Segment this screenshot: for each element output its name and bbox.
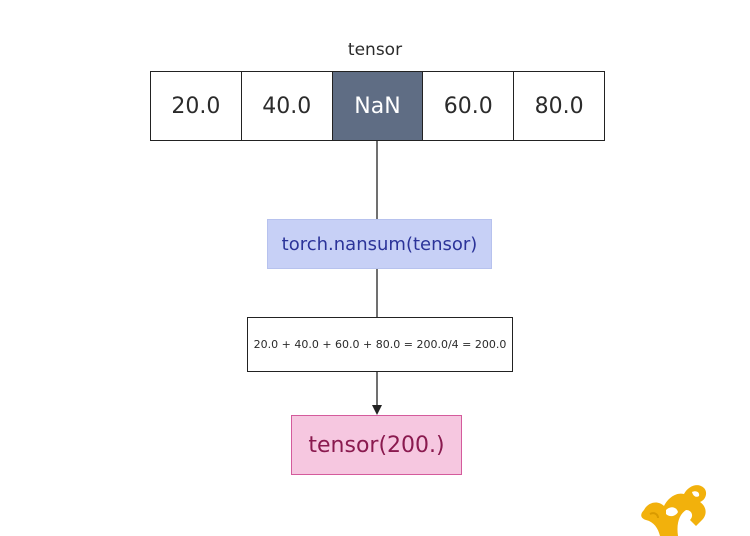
tensor-cell: 20.0 xyxy=(151,72,242,140)
tensor-cell-nan: NaN xyxy=(332,72,424,140)
tensor-title: tensor xyxy=(347,40,403,60)
calculation-box: 20.0 + 40.0 + 60.0 + 80.0 = 200.0/4 = 20… xyxy=(247,317,513,372)
mascot-logo-icon xyxy=(641,485,707,536)
tensor-cell: 60.0 xyxy=(423,72,515,140)
tensor-cell: 40.0 xyxy=(242,72,333,140)
tensor-array: 20.0 40.0 NaN 60.0 80.0 xyxy=(150,71,605,141)
result-box: tensor(200.) xyxy=(291,415,462,475)
operation-box: torch.nansum(tensor) xyxy=(267,219,492,269)
tensor-cell: 80.0 xyxy=(534,93,584,119)
